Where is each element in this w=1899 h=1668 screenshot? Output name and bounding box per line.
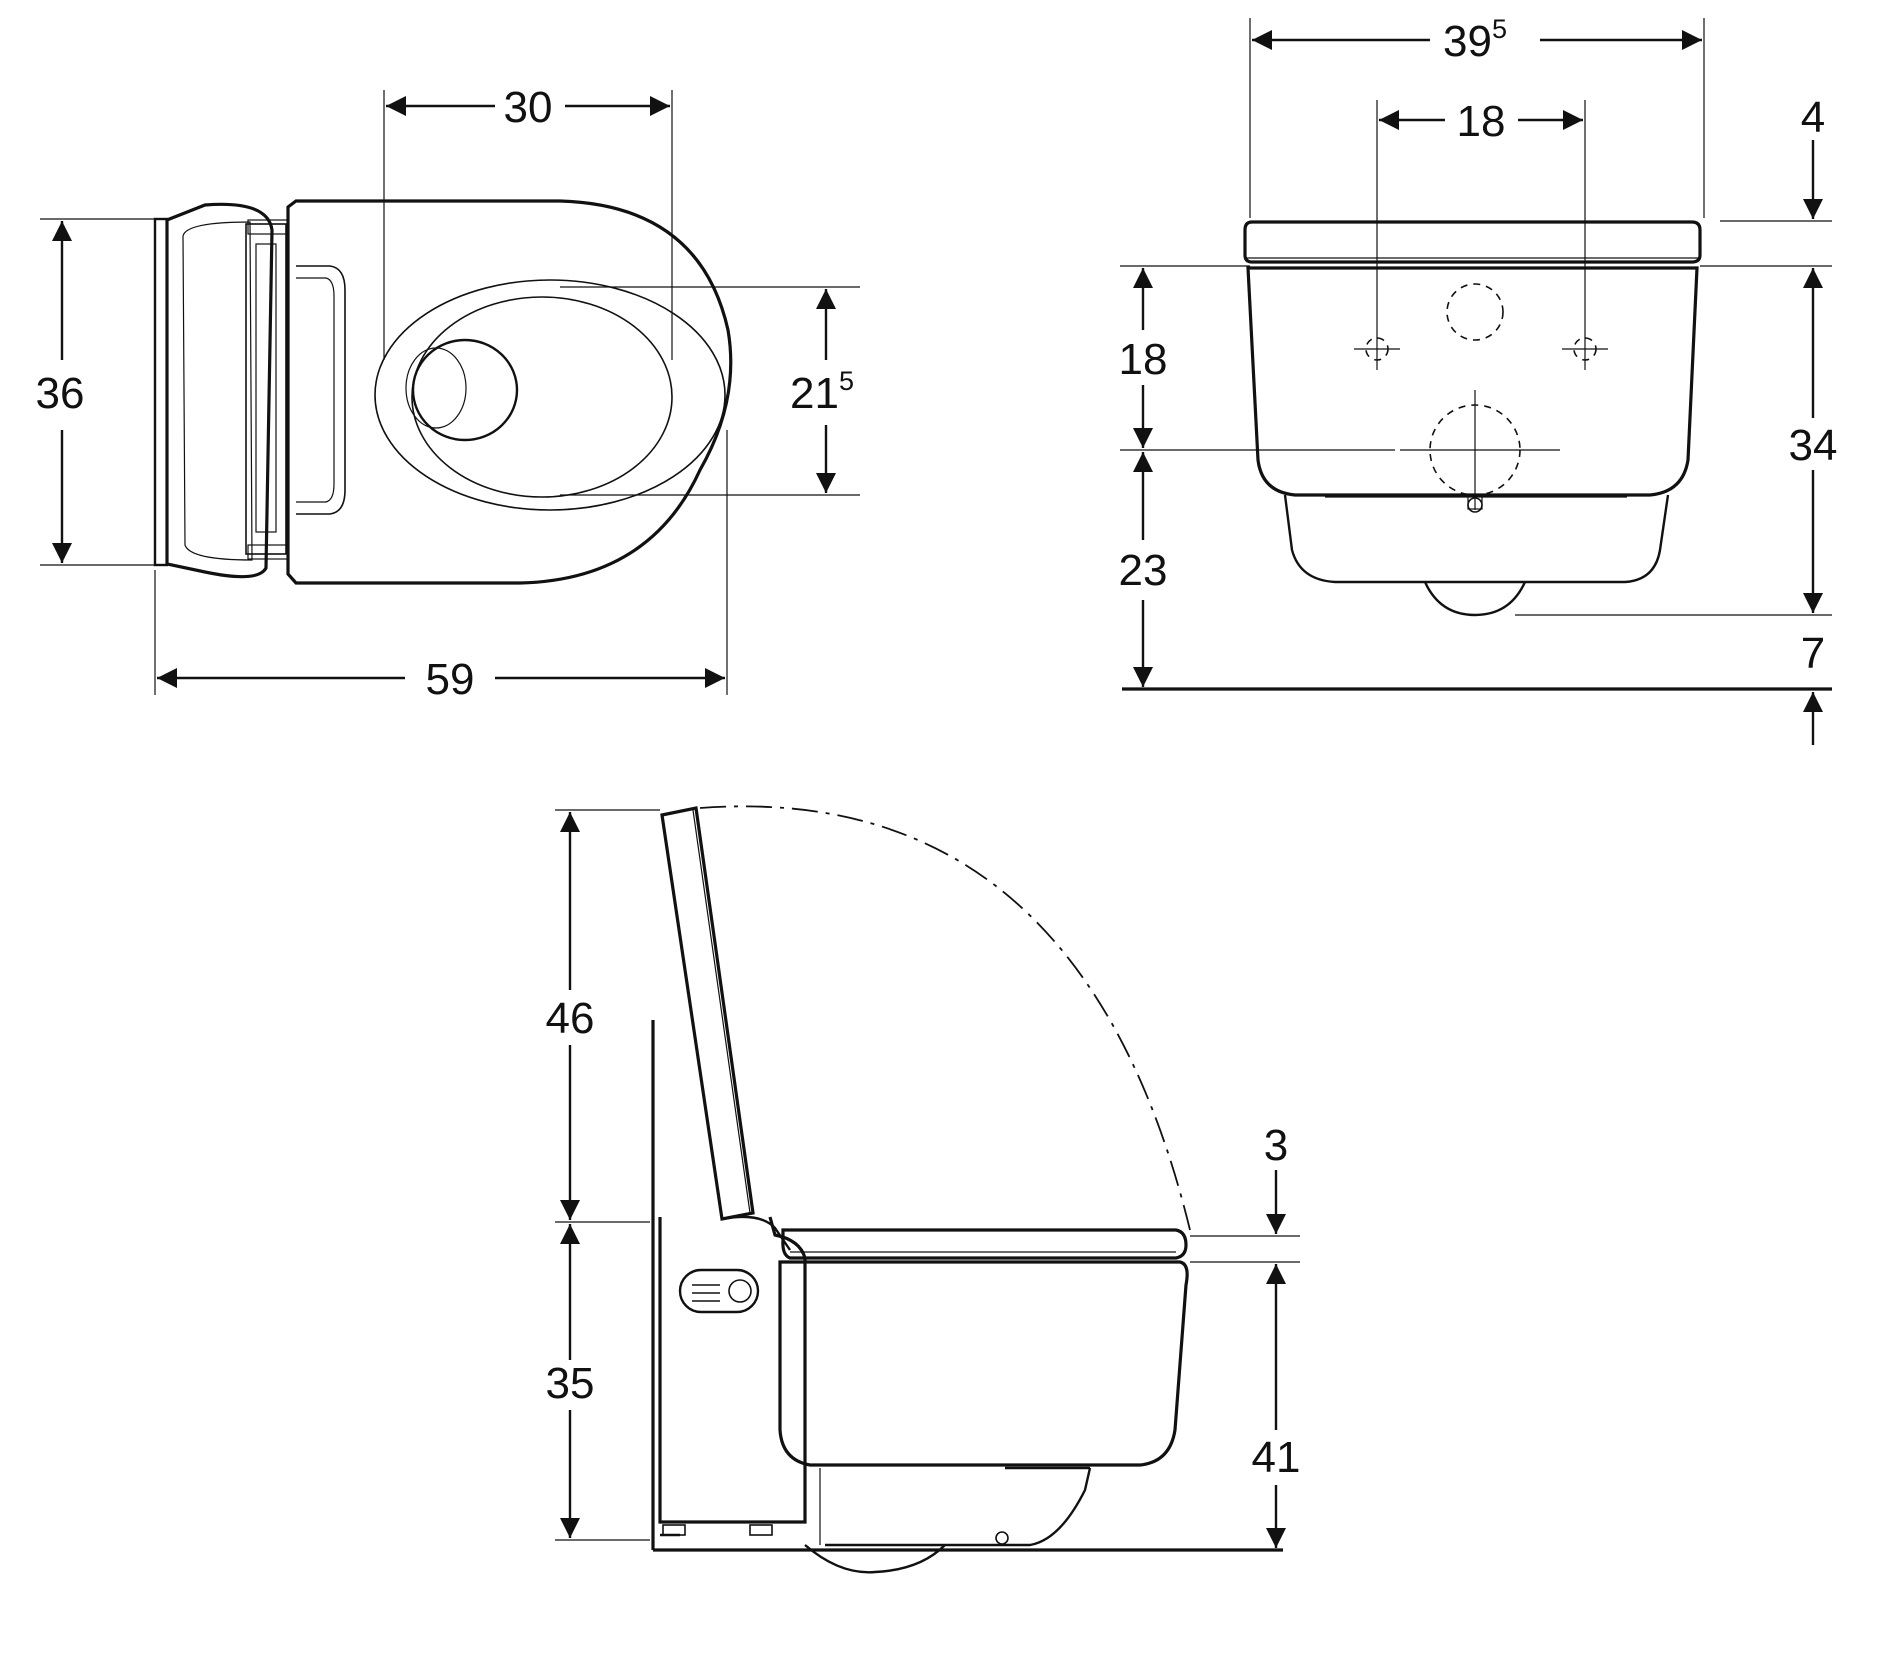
top-wall-plate bbox=[153, 217, 169, 567]
top-seat-outline bbox=[286, 199, 733, 585]
top-hinge-inner bbox=[255, 243, 277, 533]
side-hinge bbox=[721, 1215, 791, 1251]
top-dim-59-label: 59 bbox=[426, 655, 475, 704]
front-outlet bbox=[1423, 581, 1527, 617]
front-body bbox=[1246, 266, 1699, 497]
front-dim-395-sup: 5 bbox=[1492, 14, 1507, 44]
side-bowl-body bbox=[778, 1260, 1189, 1467]
top-dim-36-label: 36 bbox=[36, 369, 85, 418]
top-dim-215-main: 21 bbox=[790, 369, 839, 418]
top-dim-215-sup: 5 bbox=[839, 366, 854, 396]
side-control-panel bbox=[678, 1268, 760, 1314]
top-hinge-frame bbox=[245, 223, 287, 555]
side-control-knob bbox=[728, 1279, 752, 1303]
side-foot-left-block bbox=[662, 1524, 686, 1536]
top-outlet bbox=[405, 347, 467, 429]
top-dim-215-label: 215 bbox=[790, 366, 854, 418]
top-dim-30-label: 30 bbox=[504, 83, 553, 132]
front-dim-395-label: 395 bbox=[1443, 14, 1507, 66]
front-supply-connection bbox=[1446, 283, 1504, 341]
top-water-surface bbox=[411, 338, 519, 442]
side-lower-bowl bbox=[825, 1467, 1092, 1547]
top-bowl-rim bbox=[374, 279, 726, 511]
side-outlet bbox=[804, 1544, 946, 1574]
side-lid-swing-arc bbox=[699, 805, 1191, 1231]
side-lid-raised bbox=[660, 806, 755, 1221]
front-dim-4-label: 4 bbox=[1801, 93, 1825, 142]
front-view: 395 18 4 18 23 34 7 bbox=[1119, 14, 1838, 745]
front-dim-395-main: 39 bbox=[1443, 17, 1492, 66]
side-rear-unit bbox=[658, 1216, 807, 1524]
side-foot-right bbox=[995, 1531, 1009, 1545]
side-dim-3-label: 3 bbox=[1264, 1121, 1288, 1170]
top-bowl-opening bbox=[411, 296, 673, 498]
top-hinge-clip-lower bbox=[247, 544, 289, 560]
side-lid-inner-edge bbox=[692, 809, 751, 1214]
side-seat bbox=[781, 1228, 1188, 1260]
front-dim-18v-label: 18 bbox=[1119, 335, 1168, 384]
front-dim-23-label: 23 bbox=[1119, 546, 1168, 595]
top-view: 30 36 215 59 bbox=[36, 83, 860, 704]
front-dim-18h-label: 18 bbox=[1457, 97, 1506, 146]
side-dim-46-label: 46 bbox=[546, 994, 595, 1043]
front-dim-7-label: 7 bbox=[1801, 629, 1825, 678]
front-lower-bowl bbox=[1283, 494, 1670, 584]
side-dim-35-label: 35 bbox=[546, 1359, 595, 1408]
top-rear-unit-inner bbox=[182, 221, 253, 561]
top-seat-recess-inner bbox=[296, 277, 335, 503]
side-view: 46 3 35 41 bbox=[546, 805, 1301, 1574]
front-dim-34-label: 34 bbox=[1789, 421, 1838, 470]
side-dim-41-label: 41 bbox=[1252, 1433, 1301, 1482]
top-seat-recess-outer bbox=[296, 265, 346, 515]
top-rear-unit bbox=[165, 202, 274, 579]
front-seat bbox=[1243, 220, 1702, 264]
side-foot-mid-block bbox=[749, 1524, 773, 1536]
